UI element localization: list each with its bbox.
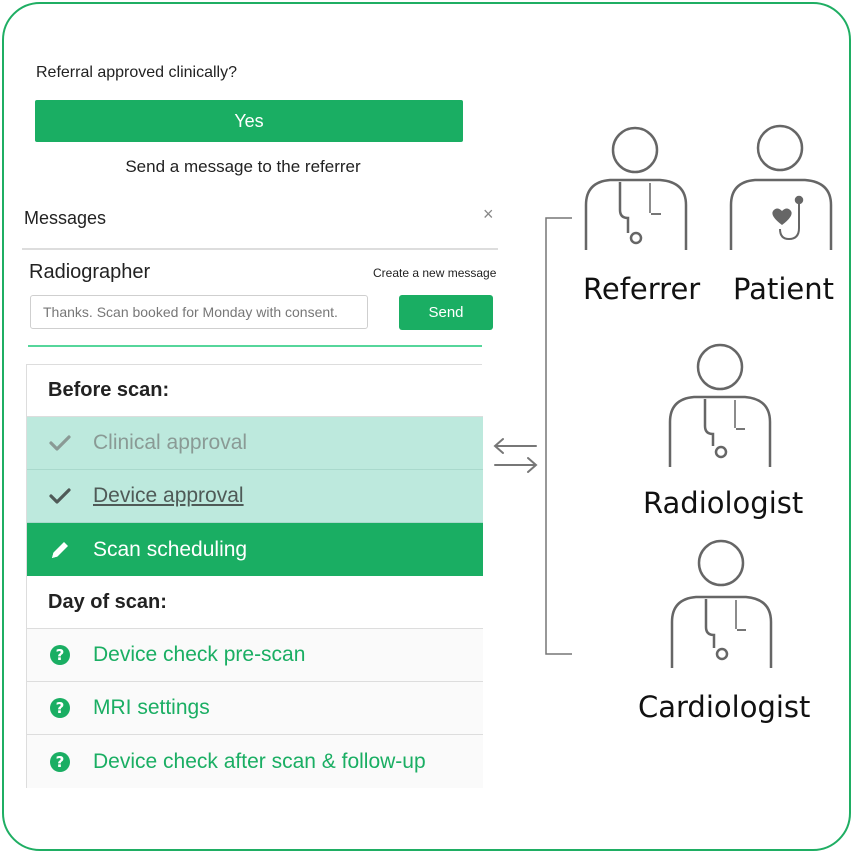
role-cardiologist: Cardiologist — [638, 690, 811, 724]
step-device-check-after-scan[interactable]: ? Device check after scan & follow-up — [27, 735, 483, 788]
create-new-message-link[interactable]: Create a new message — [373, 266, 497, 280]
svg-text:?: ? — [56, 753, 65, 771]
sender-name: Radiographer — [29, 261, 151, 283]
step-label: Scan scheduling — [93, 537, 248, 561]
step-mri-settings[interactable]: ? MRI settings — [27, 682, 483, 735]
section-before-scan: Before scan: — [27, 365, 483, 417]
bidirectional-arrows-icon — [493, 438, 538, 473]
step-clinical-approval[interactable]: Clinical approval — [27, 417, 483, 470]
svg-text:?: ? — [56, 699, 65, 717]
check-icon — [47, 434, 73, 452]
step-scan-scheduling[interactable]: Scan scheduling — [27, 523, 483, 576]
cardiologist-doctor-icon — [670, 539, 773, 668]
referral-question: Referral approved clinically? — [36, 64, 237, 81]
role-referrer: Referrer — [583, 272, 701, 306]
close-icon[interactable]: × — [483, 204, 494, 224]
step-device-check-pre-scan[interactable]: ? Device check pre-scan — [27, 629, 483, 682]
question-circle-icon: ? — [47, 644, 73, 666]
step-label: Clinical approval — [93, 431, 248, 454]
green-divider — [28, 345, 482, 347]
question-circle-icon: ? — [47, 697, 73, 719]
send-message-link[interactable]: Send a message to the referrer — [125, 157, 361, 176]
step-label: Device check after scan & follow-up — [93, 749, 426, 773]
send-button[interactable]: Send — [399, 295, 493, 330]
step-device-approval[interactable]: Device approval — [27, 470, 483, 523]
patient-icon — [729, 124, 833, 250]
divider — [22, 248, 498, 250]
yes-button[interactable]: Yes — [35, 100, 463, 142]
messages-title: Messages — [24, 208, 107, 228]
svg-text:?: ? — [56, 646, 65, 664]
workflow-checklist: Before scan: Clinical approval Device ap… — [26, 364, 483, 788]
message-input[interactable] — [30, 295, 368, 329]
check-icon — [47, 487, 73, 505]
step-label[interactable]: Device approval — [93, 484, 244, 507]
question-circle-icon: ? — [47, 751, 73, 773]
group-bracket — [545, 217, 572, 655]
radiologist-doctor-icon — [668, 343, 772, 467]
pencil-icon — [47, 539, 73, 561]
referrer-doctor-icon — [584, 126, 688, 250]
section-day-of-scan: Day of scan: — [27, 576, 483, 629]
role-radiologist: Radiologist — [643, 486, 804, 520]
step-label: MRI settings — [93, 696, 210, 719]
step-label: Device check pre-scan — [93, 643, 306, 666]
role-patient: Patient — [733, 272, 834, 306]
